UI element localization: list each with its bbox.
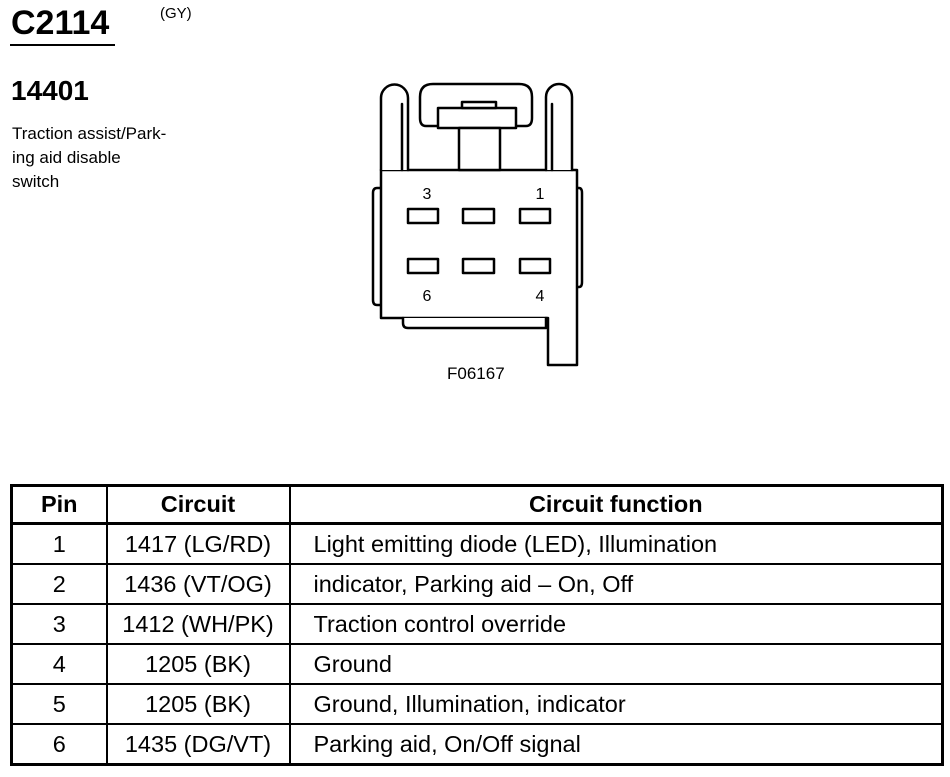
component-description: Traction assist/Park- ing aid disable sw…	[12, 122, 166, 194]
table-row: 1 1417 (LG/RD) Light emitting diode (LED…	[10, 522, 944, 565]
pinout-table-header: Pin Circuit Circuit function	[10, 484, 944, 525]
pin-cell: 5	[10, 683, 108, 725]
title-underline	[10, 44, 115, 46]
pin-number-label: 6	[423, 288, 432, 305]
table-row: 5 1205 (BK) Ground, Illumination, indica…	[10, 683, 944, 725]
circuit-cell: 1412 (WH/PK)	[105, 603, 291, 645]
pin-cavity-4	[518, 257, 552, 275]
latch-finger-right	[544, 82, 574, 172]
connector-bottom-lip	[401, 316, 548, 330]
pinout-table: Pin Circuit Circuit function 1 1417 (LG/…	[10, 484, 944, 766]
table-row: 3 1412 (WH/PK) Traction control override	[10, 603, 944, 645]
header-pin: Pin	[10, 484, 108, 525]
table-row: 6 1435 (DG/VT) Parking aid, On/Off signa…	[10, 723, 944, 766]
function-cell: Light emitting diode (LED), Illumination	[288, 522, 944, 565]
component-description-line: switch	[12, 172, 60, 191]
circuit-cell: 1435 (DG/VT)	[105, 723, 291, 766]
figure-id-label: F06167	[447, 364, 505, 383]
function-cell: indicator, Parking aid – On, Off	[288, 563, 944, 605]
function-cell: Parking aid, On/Off signal	[288, 723, 944, 766]
latch-finger-left	[379, 83, 410, 172]
connector-face-diagram: 3 1 6 4	[371, 82, 584, 367]
connector-color-code: (GY)	[160, 5, 192, 22]
pin-cell: 6	[10, 723, 108, 766]
circuit-cell: 1436 (VT/OG)	[105, 563, 291, 605]
table-row: 4 1205 (BK) Ground	[10, 643, 944, 685]
pin-number-label: 1	[536, 186, 545, 203]
function-cell: Ground	[288, 643, 944, 685]
circuit-cell: 1205 (BK)	[105, 643, 291, 685]
pin-number-label: 4	[536, 288, 545, 305]
pin-cell: 4	[10, 643, 108, 685]
pin-cavity-1	[518, 207, 552, 225]
pin-cavity-5	[461, 257, 496, 275]
table-row: 2 1436 (VT/OG) indicator, Parking aid – …	[10, 563, 944, 605]
locking-latch-tab	[460, 100, 498, 110]
function-cell: Traction control override	[288, 603, 944, 645]
pin-cavity-3	[406, 207, 440, 225]
pin-cavity-6	[406, 257, 440, 275]
header-row: Pin Circuit Circuit function	[10, 484, 944, 525]
pin-cell: 1	[10, 522, 108, 565]
connector-id-title: C2114	[11, 4, 110, 42]
locking-latch-stem	[457, 126, 502, 172]
circuit-cell: 1417 (LG/RD)	[105, 522, 291, 565]
component-number: 14401	[11, 75, 89, 106]
connector-side-rib-left	[371, 186, 383, 307]
circuit-cell: 1205 (BK)	[105, 683, 291, 725]
component-description-line: Traction assist/Park-	[12, 124, 167, 143]
header-circuit-function: Circuit function	[288, 484, 944, 525]
locking-latch-bar	[436, 106, 518, 130]
header-circuit: Circuit	[105, 484, 291, 525]
function-cell: Ground, Illumination, indicator	[288, 683, 944, 725]
pinout-table-body: 1 1417 (LG/RD) Light emitting diode (LED…	[10, 522, 944, 766]
pin-cell: 3	[10, 603, 108, 645]
component-description-line: ing aid disable	[12, 148, 121, 167]
pin-number-label: 3	[423, 186, 432, 203]
pin-cavity-2	[461, 207, 496, 225]
pin-cell: 2	[10, 563, 108, 605]
